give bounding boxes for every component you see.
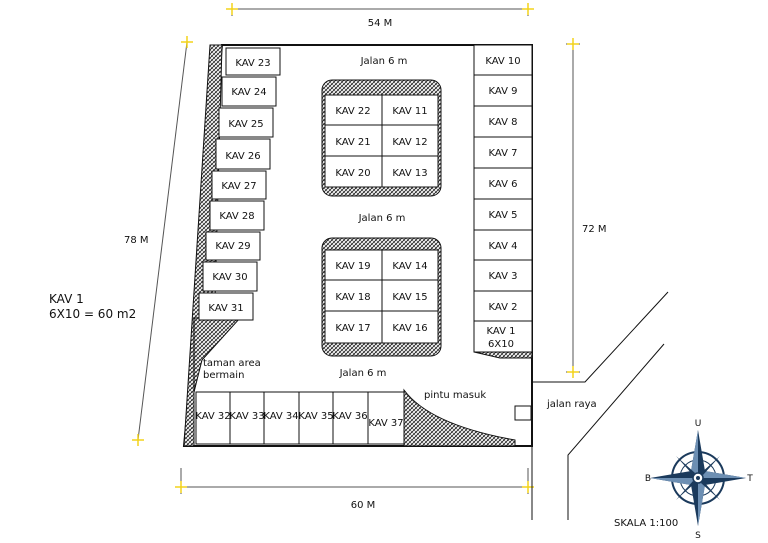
lot-kav-30[interactable] <box>202 261 258 292</box>
lot-label: KAV 4 <box>489 241 518 252</box>
road-label-middle: Jalan 6 m <box>358 213 406 224</box>
lot-kav-21[interactable] <box>324 124 383 157</box>
dim-label-right: 72 M <box>582 224 607 235</box>
lot-label: KAV 31 <box>208 303 243 314</box>
lot-label: KAV 7 <box>489 148 518 159</box>
lot-kav-24[interactable] <box>221 76 277 107</box>
lot-label: KAV 18 <box>335 292 370 303</box>
lot-label: KAV 5 <box>489 210 518 221</box>
lot-label: KAV 22 <box>335 106 370 117</box>
lot-label: KAV 2 <box>489 302 518 313</box>
legend-size: 6X10 = 60 m2 <box>49 307 136 321</box>
lot-label: KAV 20 <box>335 168 370 179</box>
lot-label: KAV 9 <box>489 86 518 97</box>
dim-label-top: 54 M <box>368 18 393 29</box>
lot-label: KAV 24 <box>231 87 266 98</box>
lot-kav-37[interactable] <box>367 391 405 445</box>
lot-label: KAV 12 <box>392 137 427 148</box>
lot-sublabel: 6X10 <box>488 339 514 350</box>
compass-east: T <box>746 474 753 484</box>
lot-kav-5[interactable] <box>473 198 533 231</box>
road-label-south: Jalan 6 m <box>339 368 387 379</box>
block-center-bottom: KAV 19 KAV 14 KAV 18 KAV 15 KAV 17 KAV 1… <box>321 237 442 357</box>
lot-kav-17[interactable] <box>324 310 383 344</box>
lot-label: KAV 29 <box>215 241 250 252</box>
lot-label: KAV 16 <box>392 323 427 334</box>
lot-column-right: KAV 10 KAV 9 KAV 8 KAV 7 KAV 6 KAV 5 KAV… <box>473 44 533 353</box>
lot-kav-6[interactable] <box>473 167 533 200</box>
block-center-top: KAV 22 KAV 11 KAV 21 KAV 12 KAV 20 KAV 1… <box>321 79 442 197</box>
lot-kav-34[interactable] <box>263 391 300 445</box>
lot-kav-4[interactable] <box>473 229 533 261</box>
lot-kav-23[interactable] <box>225 47 281 76</box>
lot-kav-28[interactable] <box>209 200 265 231</box>
lot-kav-11[interactable] <box>381 94 439 126</box>
lot-label: KAV 30 <box>212 272 247 283</box>
park-label-line1: taman area <box>203 358 261 369</box>
lot-kav-31[interactable] <box>198 292 254 321</box>
main-road: jalan raya <box>531 291 669 520</box>
lot-kav-35[interactable] <box>298 391 334 445</box>
compass-south: S <box>695 531 701 541</box>
entrance-label: pintu masuk <box>424 390 486 401</box>
lot-label: KAV 25 <box>228 119 263 130</box>
entrance-gate[interactable] <box>514 405 532 421</box>
lot-label: KAV 32 <box>195 411 230 422</box>
compass-north: U <box>695 419 702 429</box>
lot-kav-13[interactable] <box>381 155 439 188</box>
compass-rose-icon <box>650 430 746 526</box>
right-corner-garden <box>473 351 533 359</box>
lot-label: KAV 37 <box>368 418 403 429</box>
road-label-north: Jalan 6 m <box>360 56 408 67</box>
lot-label: KAV 35 <box>298 411 333 422</box>
lot-kav-29[interactable] <box>205 231 261 261</box>
compass-west: B <box>645 474 651 484</box>
scale-label: SKALA 1:100 <box>614 518 678 529</box>
lot-label: KAV 11 <box>392 106 427 117</box>
legend-title: KAV 1 <box>49 292 84 306</box>
lot-kav-36[interactable] <box>332 391 369 445</box>
lot-label: KAV 3 <box>489 271 518 282</box>
lot-label: KAV 28 <box>219 211 254 222</box>
entrance-garden <box>403 388 516 447</box>
lot-label: KAV 34 <box>263 411 298 422</box>
lot-kav-1[interactable] <box>473 320 533 353</box>
lot-kav-26[interactable] <box>215 138 271 170</box>
lot-label: KAV 23 <box>235 58 270 69</box>
lot-label: KAV 1 <box>487 326 516 337</box>
dim-label-bottom: 60 M <box>351 500 376 511</box>
main-road-label: jalan raya <box>546 399 597 410</box>
lot-label: KAV 15 <box>392 292 427 303</box>
lot-kav-25[interactable] <box>218 107 274 138</box>
lot-label: KAV 26 <box>225 151 260 162</box>
lot-row-bottom: KAV 32 KAV 33 KAV 34 KAV 35 KAV 36 KAV 3… <box>195 391 405 445</box>
lot-kav-32[interactable] <box>195 391 231 445</box>
dim-label-left: 78 M <box>124 235 149 246</box>
lot-label: KAV 14 <box>392 261 427 272</box>
lot-kav-8[interactable] <box>473 105 533 138</box>
lot-label: KAV 33 <box>229 411 264 422</box>
lot-label: KAV 13 <box>392 168 427 179</box>
lot-label: KAV 17 <box>335 323 370 334</box>
lot-label: KAV 21 <box>335 137 370 148</box>
lot-kav-2[interactable] <box>473 290 533 322</box>
lot-label: KAV 8 <box>489 117 518 128</box>
lot-label: KAV 6 <box>489 179 518 190</box>
lot-kav-16[interactable] <box>381 310 439 344</box>
lot-kav-27[interactable] <box>211 170 267 200</box>
lot-column-left: KAV 23 KAV 24 KAV 25 KAV 26 KAV 27 KAV 2… <box>198 47 281 321</box>
dim-line-left <box>137 41 188 441</box>
park-label-line2: bermain <box>203 370 244 381</box>
dimension-lines: 54 M 72 M 78 M 60 M <box>124 3 607 511</box>
lot-label: KAV 36 <box>332 411 367 422</box>
lot-label: KAV 10 <box>485 56 520 67</box>
lot-kav-22[interactable] <box>324 94 383 126</box>
lot-kav-15[interactable] <box>381 279 439 312</box>
lot-label: KAV 27 <box>221 181 256 192</box>
lot-kav-14[interactable] <box>381 249 439 281</box>
lot-label: KAV 19 <box>335 261 370 272</box>
